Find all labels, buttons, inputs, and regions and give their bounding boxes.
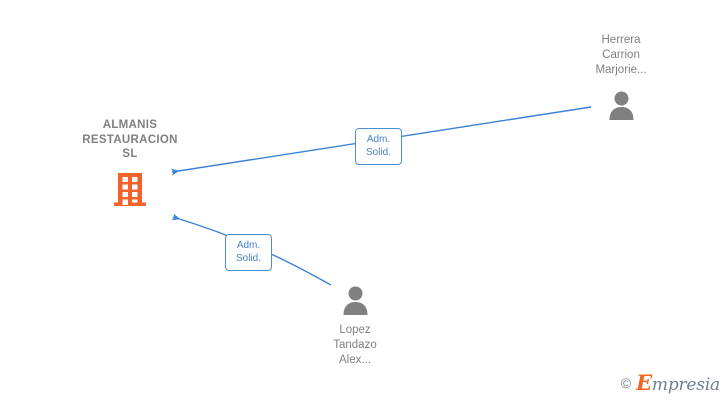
relation-label-herrera[interactable]: Adm. Solid. — [355, 128, 402, 165]
copyright-icon: © — [620, 375, 632, 391]
person-node-herrera[interactable]: Herrera Carrion Marjorie... — [556, 33, 686, 120]
building-icon[interactable] — [60, 171, 200, 209]
person-icon[interactable] — [556, 90, 686, 120]
brand-rest: mpresia — [651, 375, 720, 395]
person-name-lopez: Lopez Tandazo Alex... — [333, 324, 377, 366]
person-name-herrera: Herrera Carrion Marjorie... — [595, 34, 647, 76]
brand-logo: Empresia — [636, 372, 720, 394]
company-title: ALMANIS RESTAURACION SL — [82, 119, 178, 160]
person-node-lopez[interactable]: Lopez Tandazo Alex... — [290, 285, 420, 368]
empresia-watermark[interactable]: © Empresia — [621, 372, 720, 394]
relation-label-lopez[interactable]: Adm. Solid. — [225, 234, 272, 271]
brand-initial: E — [636, 370, 652, 395]
company-node[interactable]: ALMANIS RESTAURACION SL — [60, 118, 200, 209]
person-icon[interactable] — [290, 285, 420, 315]
